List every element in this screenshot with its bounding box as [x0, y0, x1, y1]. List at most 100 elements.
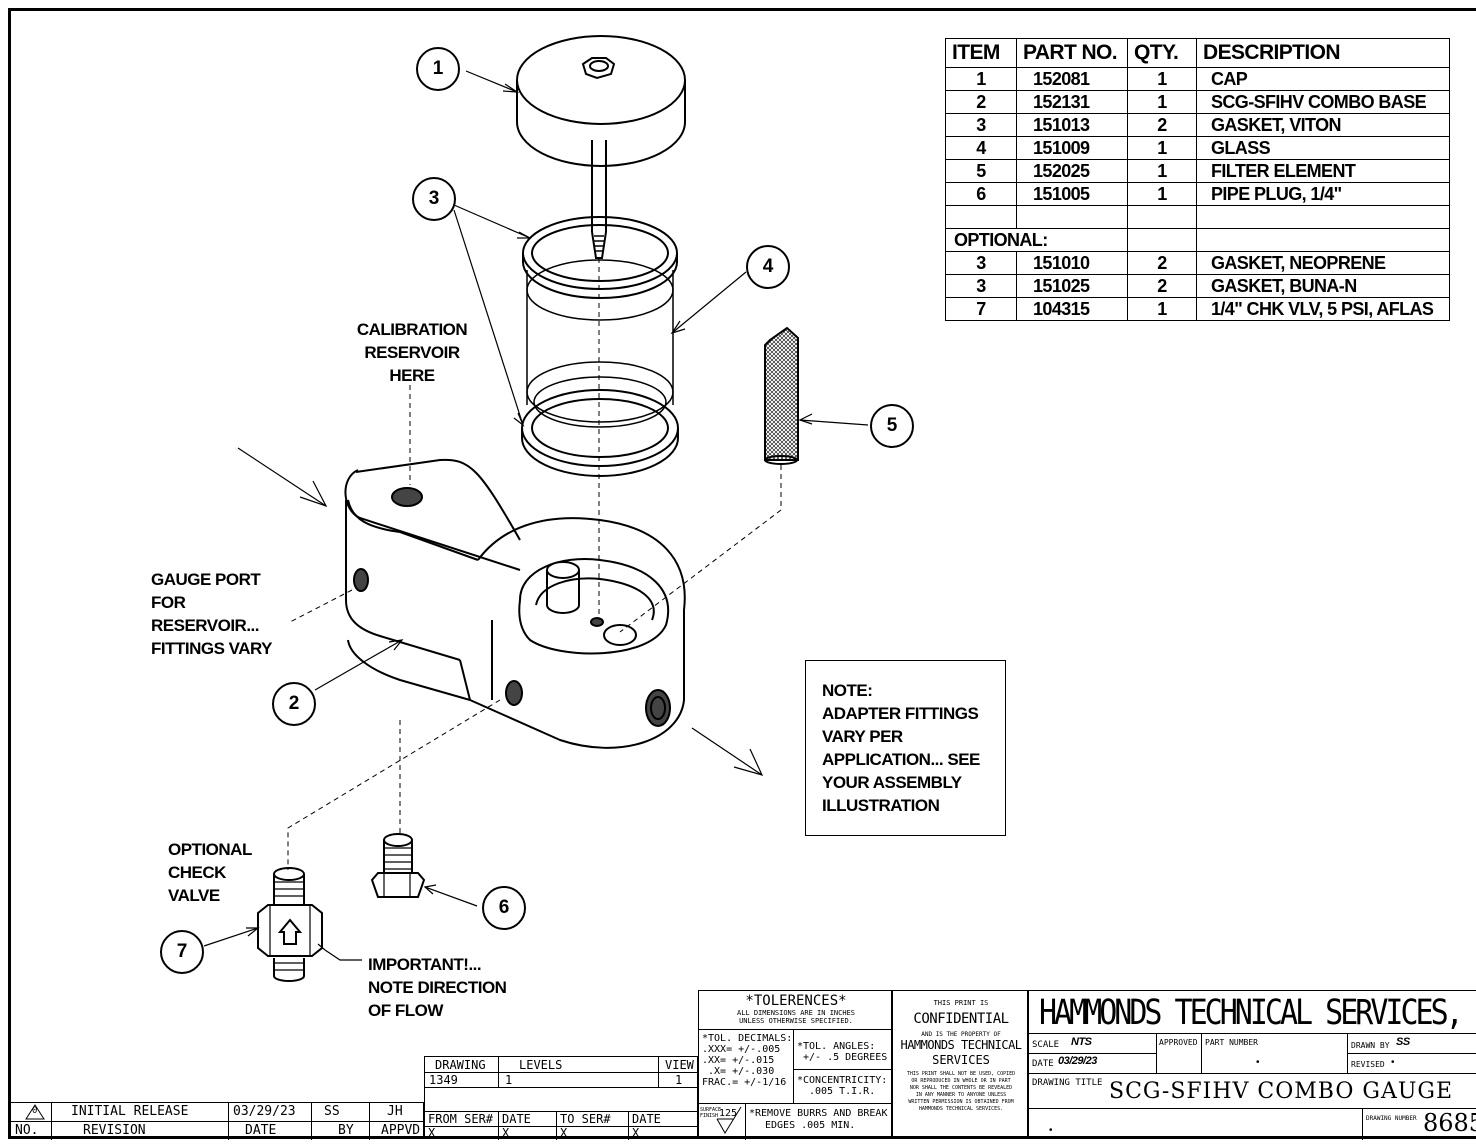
- lower-gasket: [521, 389, 679, 477]
- title-block: HAMMONDS TECHNICAL SERVICES, INC. SCALE …: [1028, 990, 1476, 1140]
- note-line: APPLICATION... SEE: [822, 750, 980, 769]
- fine-line: WRITTEN PERMISSION IS OBTAINED FROM: [908, 1099, 1014, 1105]
- note-line: CHECK: [168, 863, 226, 882]
- drawing-number-label: DRAWING NUMBER: [1366, 1115, 1417, 1122]
- note-line: OPTIONAL: [168, 840, 252, 859]
- bom-part-no: 152025: [1016, 159, 1128, 183]
- revision-header-appvd: APPVD: [381, 1123, 421, 1138]
- col-divider: [556, 1111, 557, 1140]
- col-divider: [498, 1057, 499, 1087]
- row-divider: [425, 1087, 699, 1088]
- surface-finish-value: 125: [719, 1108, 738, 1119]
- bom-description: PIPE PLUG, 1/4": [1196, 182, 1450, 206]
- bom-description: [1196, 205, 1450, 229]
- bom-qty: 1: [1127, 136, 1197, 160]
- bom-item: [945, 205, 1017, 229]
- bom-qty: 1: [1127, 90, 1197, 114]
- part-number-value: •: [1256, 1057, 1260, 1068]
- revision-by: SS: [324, 1104, 340, 1119]
- callout-2: 2: [272, 682, 316, 726]
- note-line: FOR: [151, 593, 186, 612]
- drawing-border: [8, 8, 1476, 1139]
- date-value: X: [502, 1126, 510, 1140]
- conf-fine-print: THIS PRINT SHALL NOT BE USED, COPIED OR …: [893, 1071, 1029, 1113]
- decimals-line: FRAC.= +/-1/16: [702, 1077, 787, 1088]
- bom-optional-row: OPTIONAL:: [945, 228, 1450, 252]
- note-line: OF FLOW: [368, 1001, 443, 1020]
- col-divider: [1362, 1108, 1363, 1140]
- to-ser-value: X: [560, 1126, 568, 1140]
- glass-part: [526, 259, 674, 428]
- bom-part-no: [1016, 205, 1128, 229]
- callout-5: 5: [870, 404, 914, 448]
- col-divider: [658, 1057, 659, 1087]
- callout-3: 3: [412, 177, 456, 221]
- bom-item: 4: [945, 136, 1017, 160]
- col-divider: [793, 1029, 794, 1103]
- bom-description: GASKET, NEOPRENE: [1196, 251, 1450, 275]
- revision-divider: [11, 1121, 425, 1122]
- check-valve-part: [257, 867, 323, 982]
- col-divider: [228, 1103, 229, 1140]
- burrs: *REMOVE BURRS AND BREAK EDGES .005 MIN.: [749, 1108, 887, 1132]
- revision-block: 0 INITIAL RELEASE 03/29/23 SS JH NO. REV…: [10, 1102, 425, 1140]
- scale-label: SCALE: [1032, 1040, 1060, 1050]
- note-line: NOTE DIRECTION: [368, 978, 507, 997]
- approved-label: APPROVED: [1159, 1038, 1198, 1047]
- flow-direction-note: IMPORTANT!... NOTE DIRECTION OF FLOW: [368, 953, 507, 1022]
- drawn-by-value: SS: [1396, 1036, 1410, 1048]
- bom-description: CAP: [1196, 67, 1450, 91]
- revised-value: •: [1391, 1057, 1395, 1068]
- bom-qty: [1127, 205, 1197, 229]
- note-line: CALIBRATION: [356, 320, 468, 339]
- bom-description: 1/4" CHK VLV, 5 PSI, AFLAS: [1196, 297, 1450, 321]
- adapter-fittings-note: NOTE: ADAPTER FITTINGS VARY PER APPLICAT…: [805, 660, 1006, 836]
- note-line: GAUGE PORT: [151, 570, 261, 589]
- pipe-plug-part: [370, 833, 426, 898]
- drawing-title-value: SCG-SFIHV COMBO GAUGE: [1109, 1079, 1454, 1104]
- fine-line: NOR SHALL THE CONTENTS BE REVEALED: [909, 1085, 1013, 1091]
- note-line: FITTINGS VARY: [151, 639, 273, 658]
- bom-part-no: 151010: [1016, 251, 1128, 275]
- sub-line: UNLESS OTHERWISE SPECIFIED.: [739, 1017, 853, 1025]
- tolerances-sub: ALL DIMENSIONS ARE IN INCHES UNLESS OTHE…: [699, 1009, 893, 1025]
- bom-item: 3: [945, 251, 1017, 275]
- fine-line: THIS PRINT SHALL NOT BE USED, COPIED: [906, 1071, 1016, 1077]
- col-divider: [628, 1111, 629, 1140]
- note-line: RESERVOIR...: [151, 616, 260, 635]
- note-line: YOUR ASSEMBLY: [822, 773, 962, 792]
- surface-line: FINISH: [700, 1113, 719, 1119]
- fine-line: OR REPRODUCED IN WHOLE OR IN PART: [911, 1078, 1011, 1084]
- drawing-value: 1349: [429, 1073, 458, 1087]
- col-divider: [498, 1111, 499, 1140]
- bom-header-item: ITEM: [945, 38, 1017, 68]
- bom-header-part-no: PART NO.: [1016, 38, 1128, 68]
- bom-item: 5: [945, 159, 1017, 183]
- concentricity: *CONCENTRICITY: .005 T.I.R.: [797, 1075, 887, 1097]
- fine-line: IN ANY MANNER TO ANYONE UNLESS: [915, 1092, 1007, 1098]
- note-line: VARY PER: [822, 727, 903, 746]
- bom-part-no: 151005: [1016, 182, 1128, 206]
- bom-part-no: 151009: [1016, 136, 1128, 160]
- note-line: IMPORTANT!...: [368, 955, 482, 974]
- bom-header-qty: QTY.: [1127, 38, 1197, 68]
- bom-description: GASKET, VITON: [1196, 113, 1450, 137]
- bom-item: 3: [945, 113, 1017, 137]
- gauge-port-note: GAUGE PORT FOR RESERVOIR... FITTINGS VAR…: [151, 568, 273, 660]
- concentricity-line: *CONCENTRICITY:: [797, 1075, 888, 1086]
- scale-value: NTS: [1071, 1036, 1092, 1048]
- bom-part-no: 104315: [1016, 297, 1128, 321]
- note-line: NOTE:: [822, 681, 873, 700]
- bom-item: 1: [945, 67, 1017, 91]
- angles: *TOL. ANGLES: +/- .5 DEGREES: [797, 1041, 887, 1063]
- sub-line: ALL DIMENSIONS ARE IN INCHES: [736, 1009, 855, 1017]
- bom-item: 2: [945, 90, 1017, 114]
- surface-finish-label: SURFACE FINISH: [700, 1107, 721, 1119]
- revision-triangle-icon: [25, 1104, 45, 1120]
- revision-header-revision: REVISION: [83, 1123, 146, 1138]
